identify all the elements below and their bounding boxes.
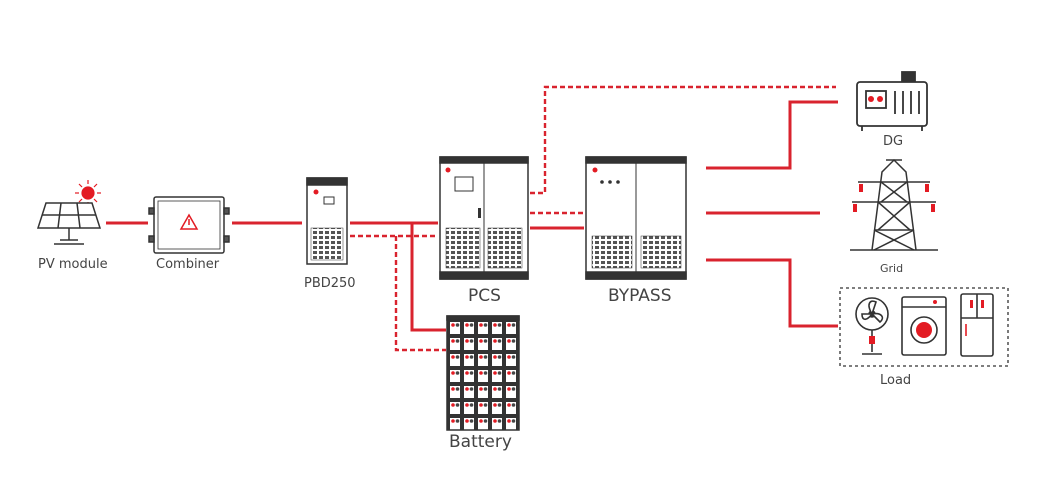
bypass-label: BYPASS	[608, 286, 672, 306]
line-pbd250-battery	[410, 223, 446, 332]
load-label: Load	[880, 373, 912, 388]
dashed-pcs-dg	[530, 85, 836, 195]
pbd250-label: PBD250	[304, 276, 356, 291]
combiner-label: Combiner	[156, 257, 220, 272]
generator-icon	[856, 71, 928, 131]
fan-icon	[855, 297, 889, 355]
line-bypass-dg	[706, 100, 838, 170]
line-bypass-load	[706, 258, 838, 328]
refrigerator-icon	[960, 293, 994, 357]
dg-label: DG	[883, 134, 904, 149]
pcs-cabinet-icon	[439, 156, 529, 280]
battery-rack-icon	[446, 315, 520, 431]
solar-panel-icon	[36, 202, 102, 245]
battery-label: Battery	[449, 432, 512, 452]
pcs-label: PCS	[468, 286, 501, 306]
dashed-control-lines	[350, 85, 836, 352]
pv-module	[36, 180, 102, 245]
pv-module-label: PV module	[38, 257, 108, 272]
combiner-box-icon	[148, 196, 230, 254]
sun-icon	[75, 180, 101, 206]
grid-label: Grid	[880, 262, 904, 275]
dashed-pbd250-battery	[394, 236, 446, 352]
washing-machine-icon	[901, 296, 947, 356]
transmission-tower-icon	[850, 158, 938, 251]
load-group	[839, 287, 1009, 367]
pbd250-cabinet-icon	[306, 177, 348, 265]
bypass-cabinet-icon	[585, 156, 687, 280]
connection-lines	[106, 100, 838, 332]
